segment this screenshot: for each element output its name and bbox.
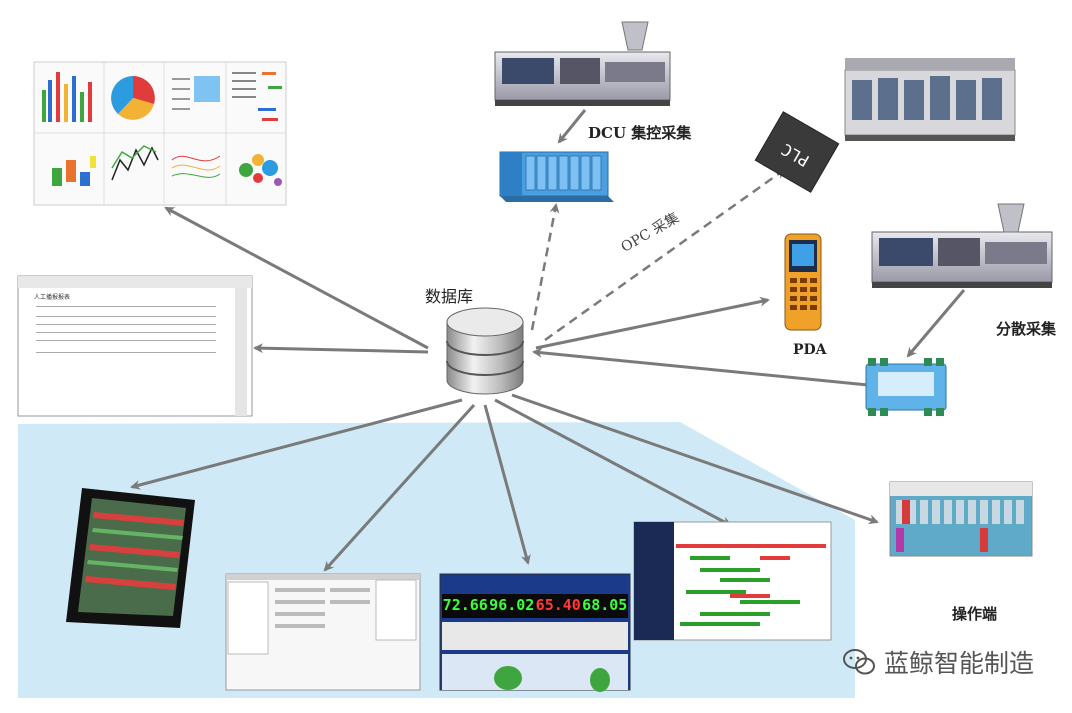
dashboard-readouts: 72.66 96.02 65.40 68.05: [442, 596, 628, 616]
report-window: [17, 275, 253, 417]
injection-machine-icon: [871, 203, 1053, 288]
dcu-label: DCU 集控采集: [588, 124, 692, 142]
dcu-module-icon: [499, 151, 614, 202]
wechat-icon: [843, 649, 875, 675]
readout-4: 68.05: [582, 596, 628, 614]
chart-collage: [33, 61, 287, 206]
database-icon: [446, 307, 524, 395]
watermark-text: 蓝鲸智能制造: [884, 649, 1035, 678]
plc-chip-icon: PLC: [754, 111, 840, 193]
pda-device-icon: [784, 233, 822, 331]
tablet-icon: [66, 488, 195, 628]
operator-label: 操作端: [952, 605, 998, 623]
readout-1: 72.66: [442, 596, 488, 614]
pda-label: PDA: [793, 342, 827, 358]
readout-2: 96.02: [489, 596, 535, 614]
report-title: 人工播报报表: [34, 294, 71, 301]
form-window: [225, 573, 421, 691]
io-module-icon: [865, 358, 947, 416]
operator-terminal-window: [889, 481, 1033, 557]
distributed-label: 分散采集: [996, 320, 1057, 338]
injection-machine-icon: [494, 21, 671, 106]
readout-3: 65.40: [535, 596, 581, 614]
connection-arrows: [130, 109, 966, 572]
database-label: 数据库: [425, 287, 474, 306]
assembly-line-icon: [844, 58, 1016, 141]
gantt-window: [633, 521, 832, 641]
dashboard-window: [439, 573, 631, 692]
watermark: 蓝鲸智能制造: [842, 644, 1034, 680]
